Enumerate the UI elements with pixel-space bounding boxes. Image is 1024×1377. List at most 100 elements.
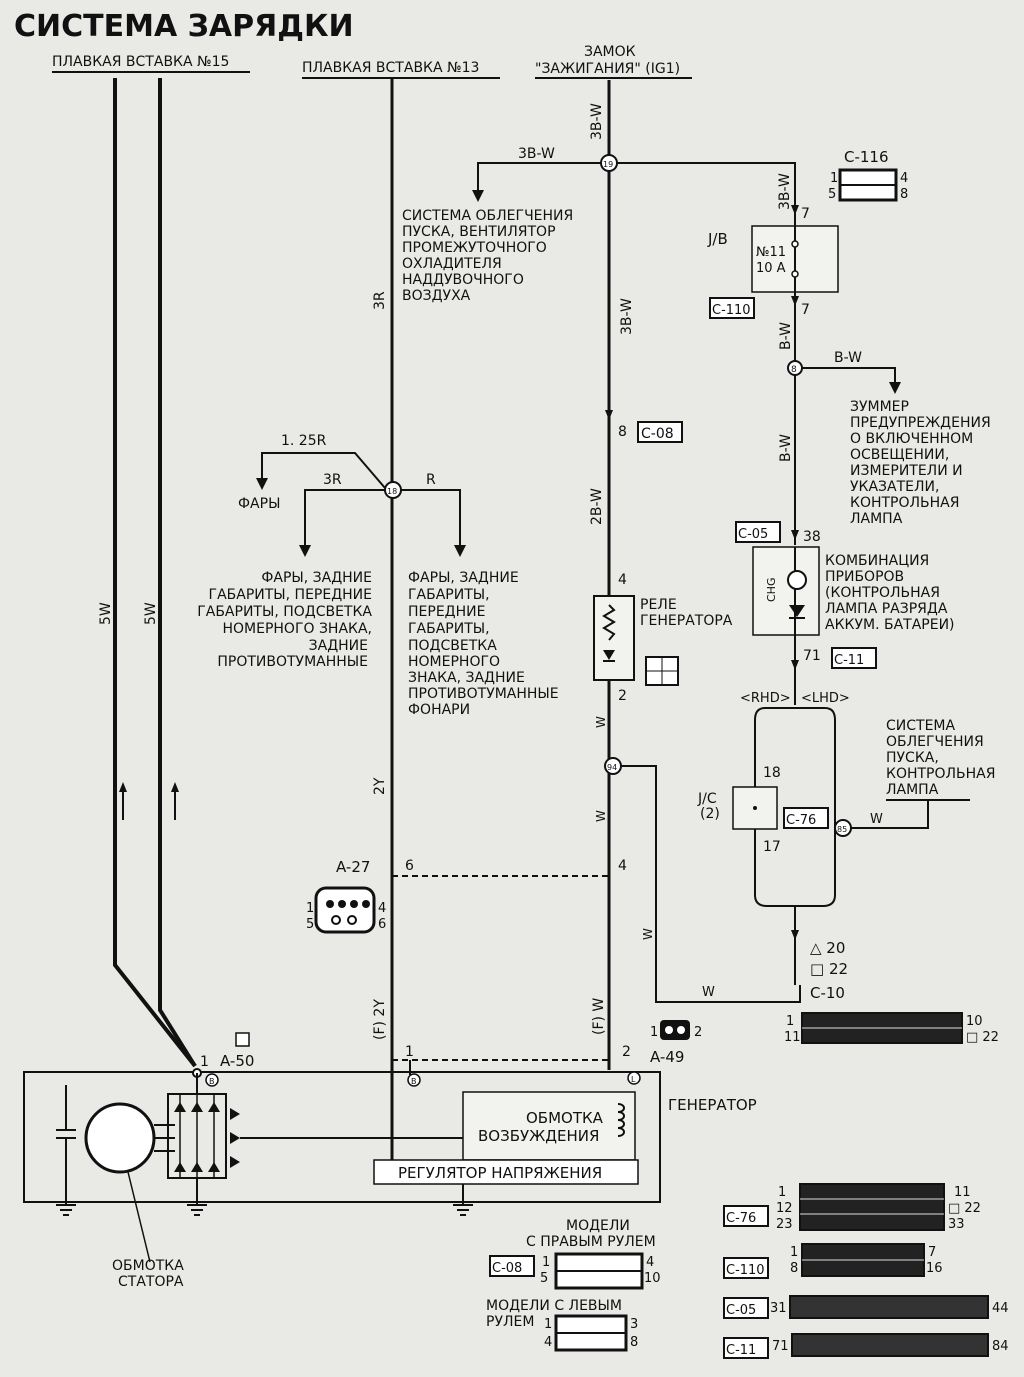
wire-label-1-25r: 1. 25R xyxy=(281,433,327,449)
c08-lhd-pin-3: 3 xyxy=(630,1317,638,1332)
a27-connector-icon xyxy=(314,886,376,934)
a27-icon-pin-5: 5 xyxy=(306,917,314,932)
chg-label: CHG xyxy=(765,578,778,602)
wire-label-bw-2: B-W xyxy=(778,434,794,462)
c76-legend-callout xyxy=(723,1205,769,1227)
wire-label-2bw: 2B-W xyxy=(589,488,605,525)
svg-text:ПЕРЕДНИЕ: ПЕРЕДНИЕ xyxy=(408,604,485,620)
svg-text:ОБЛЕГЧЕНИЯ: ОБЛЕГЧЕНИЯ xyxy=(886,734,984,750)
lhd-models-label-2: РУЛЕМ xyxy=(486,1314,534,1330)
c05-legend-pin-31: 31 xyxy=(770,1301,787,1316)
relay-pin-4: 4 xyxy=(618,572,627,588)
splice-18-label: 18 xyxy=(387,487,397,496)
starting-aid-lamp-label-block: СИСТЕМА ОБЛЕГЧЕНИЯ ПУСКА, КОНТРОЛЬНАЯ ЛА… xyxy=(886,718,995,798)
a49-pin-2: 2 xyxy=(622,1044,631,1060)
svg-text:СИСТЕМА ОБЛЕГЧЕНИЯ: СИСТЕМА ОБЛЕГЧЕНИЯ xyxy=(402,208,573,224)
wire-label-2y: 2Y xyxy=(372,777,388,795)
wire-label-r: R xyxy=(426,472,436,488)
svg-text:УКАЗАТЕЛИ,: УКАЗАТЕЛИ, xyxy=(850,479,939,495)
c76-connector-icon xyxy=(799,1183,945,1231)
c05-callout xyxy=(735,521,781,543)
c76-legend-pin-11: 11 xyxy=(954,1185,971,1200)
voltage-regulator-label: РЕГУЛЯТОР НАПРЯЖЕНИЯ xyxy=(398,1164,602,1182)
fusible-link-13-label: ПЛАВКАЯ ВСТАВКА №13 xyxy=(302,60,479,76)
headlights-label: ФАРЫ xyxy=(238,496,280,512)
svg-text:НАДДУВОЧНОГО: НАДДУВОЧНОГО xyxy=(402,272,524,288)
a49-label: A-49 xyxy=(650,1048,684,1066)
c08-legend-pin-5: 5 xyxy=(540,1271,548,1286)
c08-lhd-pin-1: 1 xyxy=(544,1317,552,1332)
splice-8-label: 8 xyxy=(791,365,797,375)
a50-label: A-50 xyxy=(220,1052,254,1070)
svg-text:ПРЕДУПРЕЖДЕНИЯ: ПРЕДУПРЕЖДЕНИЯ xyxy=(850,415,991,431)
c10-icon-pin-11: 11 xyxy=(784,1030,801,1045)
svg-text:АККУМ. БАТАРЕИ): АККУМ. БАТАРЕИ) xyxy=(825,617,955,633)
jc-pin-17: 17 xyxy=(763,839,781,855)
c10-icon-pin-22: □ 22 xyxy=(966,1030,999,1045)
c11-legend-pin-84: 84 xyxy=(992,1339,1009,1354)
relay-label-1: РЕЛЕ xyxy=(640,597,677,613)
splice-19-label: 19 xyxy=(603,160,613,169)
c116-label: C-116 xyxy=(844,148,889,166)
c08-legend-pin-10: 10 xyxy=(644,1271,661,1286)
ground-icon-1 xyxy=(56,1204,76,1216)
c76-legend-pin-23: 23 xyxy=(776,1217,793,1232)
c116-pin-8: 8 xyxy=(900,187,908,202)
c11-legend-label: C-11 xyxy=(726,1343,756,1358)
junction-block-label: J/B xyxy=(707,230,728,248)
svg-text:ОСВЕЩЕНИИ,: ОСВЕЩЕНИИ, xyxy=(850,447,949,463)
terminal-l-label: L xyxy=(631,1075,636,1084)
svg-text:ГАБАРИТЫ, ПЕРЕДНИЕ: ГАБАРИТЫ, ПЕРЕДНИЕ xyxy=(209,587,372,603)
c05-connector-icon xyxy=(789,1295,989,1319)
wire-label-w-2: W xyxy=(594,810,608,822)
c11-callout xyxy=(831,647,877,669)
svg-text:ПУСКА, ВЕНТИЛЯТОР: ПУСКА, ВЕНТИЛЯТОР xyxy=(402,224,556,240)
c76-legend-pin-12: 12 xyxy=(776,1201,793,1216)
c110-legend-pin-1: 1 xyxy=(790,1245,798,1260)
jc-number: (2) xyxy=(700,806,720,822)
jb-pin-7-top: 7 xyxy=(801,206,810,222)
c110-legend-pin-8: 8 xyxy=(790,1261,798,1276)
c08-legend-callout xyxy=(489,1255,535,1277)
svg-text:ЛАМПА: ЛАМПА xyxy=(850,511,903,527)
svg-text:ИЗМЕРИТЕЛИ И: ИЗМЕРИТЕЛИ И xyxy=(850,463,963,479)
svg-text:КОНТРОЛЬНАЯ: КОНТРОЛЬНАЯ xyxy=(850,495,959,511)
a27-label: A-27 xyxy=(336,858,370,876)
rectifier-bridge xyxy=(167,1093,240,1179)
generator-label: ГЕНЕРАТОР xyxy=(668,1096,757,1114)
wire-label-3bw-top: 3B-W xyxy=(589,103,605,140)
c10-label: C-10 xyxy=(810,984,845,1002)
c10-icon-pin-1: 1 xyxy=(786,1014,794,1029)
front-lights-label-block: ФАРЫ, ЗАДНИЕ ГАБАРИТЫ, ПЕРЕДНИЕ ГАБАРИТЫ… xyxy=(408,570,559,718)
c76-callout-label: C-76 xyxy=(786,813,816,828)
svg-text:ПРОМЕЖУТОЧНОГО: ПРОМЕЖУТОЧНОГО xyxy=(402,240,547,256)
lhd-models-label-1: МОДЕЛИ С ЛЕВЫМ xyxy=(486,1298,622,1314)
c76-legend-pin-33: 33 xyxy=(948,1217,965,1232)
jb-pin-7-bottom: 7 xyxy=(801,302,810,318)
svg-text:ПРОТИВОТУМАННЫЕ: ПРОТИВОТУМАННЫЕ xyxy=(217,654,368,670)
a27-icon-pin-1: 1 xyxy=(306,901,314,916)
relay-pin-2: 2 xyxy=(618,688,627,704)
fusible-link-15-label: ПЛАВКАЯ ВСТАВКА №15 xyxy=(52,54,229,70)
wire-label-3bw-mid: 3B-W xyxy=(619,298,635,335)
svg-text:ЗУММЕР: ЗУММЕР xyxy=(850,399,909,415)
field-coil-box xyxy=(462,1091,636,1161)
rear-lights-label-block: ФАРЫ, ЗАДНИЕ ГАБАРИТЫ, ПЕРЕДНИЕ ГАБАРИТЫ… xyxy=(197,570,372,670)
c11-legend-pin-71: 71 xyxy=(772,1339,789,1354)
diagram-title: СИСТЕМА ЗАРЯДКИ xyxy=(14,9,354,44)
wire-label-f-2y: (F) 2Y xyxy=(372,999,388,1040)
c08-lhd-pin-8: 8 xyxy=(630,1335,638,1350)
c10-pin-22: □ 22 xyxy=(810,960,848,978)
c76-callout xyxy=(783,807,829,829)
wire-label-3r-branch: 3R xyxy=(323,472,342,488)
field-coil-symbol xyxy=(617,1103,625,1137)
wire-label-5w-a: 5W xyxy=(98,602,114,625)
c08-legend-pin-1: 1 xyxy=(542,1255,550,1270)
svg-text:ЛАМПА РАЗРЯДА: ЛАМПА РАЗРЯДА xyxy=(825,601,948,617)
terminal-b-right xyxy=(407,1073,421,1087)
c76-legend-label: C-76 xyxy=(726,1211,756,1226)
wire-label-w-3: W xyxy=(641,928,655,940)
svg-text:ОХЛАДИТЕЛЯ: ОХЛАДИТЕЛЯ xyxy=(402,256,502,272)
terminal-b-right-label: B xyxy=(411,1077,417,1086)
